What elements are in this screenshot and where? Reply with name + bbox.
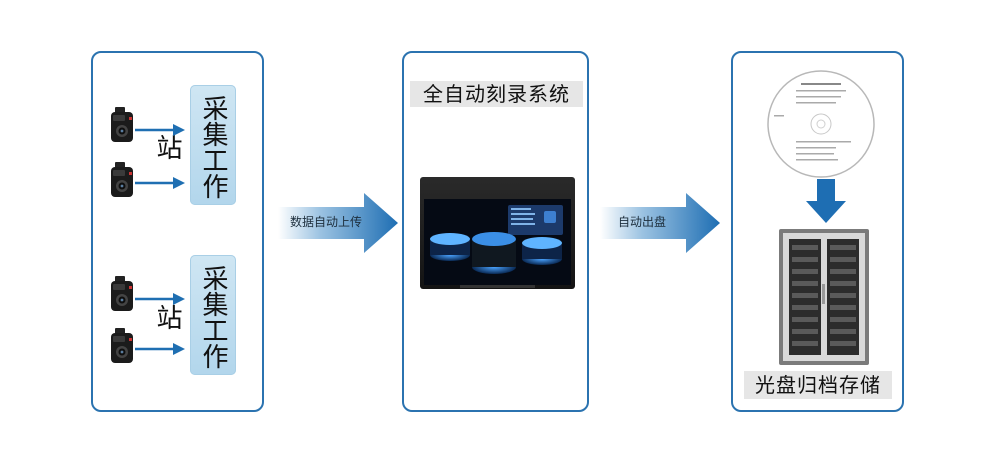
body-camera-icon <box>111 107 133 142</box>
archive-panel: 光盘归档存储 <box>731 51 904 412</box>
archive-disc-icon <box>767 70 875 178</box>
upload-label: 数据自动上传 <box>290 215 363 229</box>
burner-title: 全自动刻录系统 <box>410 81 583 107</box>
body-camera-icon <box>111 162 133 197</box>
workstation-label-1: 采集工作站 <box>152 95 228 199</box>
upload-flow-arrow <box>278 193 398 253</box>
archive-title: 光盘归档存储 <box>744 371 892 399</box>
burner-panel: 全自动刻录系统 <box>402 51 589 412</box>
arrow-right-icon <box>135 293 185 305</box>
output-flow-arrow <box>600 193 720 253</box>
body-camera-icon <box>111 328 133 363</box>
body-camera-icon <box>111 276 133 311</box>
workstation-box-2: 采集工作站 <box>152 255 236 375</box>
workstation-box-1: 采集工作站 <box>152 85 236 205</box>
disc-burner-icon <box>420 177 575 289</box>
capture-panel: 采集工作站 采集工作站 <box>91 51 264 412</box>
output-label: 自动出盘 <box>618 215 667 229</box>
arrow-right-icon <box>135 124 185 136</box>
workstation-label-2: 采集工作站 <box>152 265 228 369</box>
arrow-right-icon <box>135 343 185 355</box>
arrow-right-icon <box>135 177 185 189</box>
arrow-down-icon <box>806 179 846 223</box>
storage-cabinet-icon <box>779 229 869 365</box>
